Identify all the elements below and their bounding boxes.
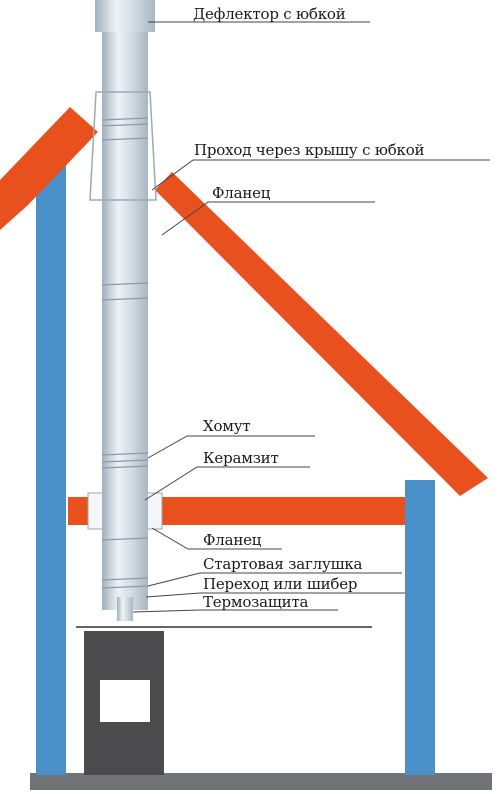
roof-pass-skirt [89,91,157,201]
label-clamp: Хомут [203,417,251,435]
adapter-shiber [117,597,133,621]
label-keramzit: Керамзит [203,449,279,467]
right-wall [405,480,435,775]
label-roof-pass: Проход через крышу с юбкой [194,141,425,159]
label-thermo: Термозащита [203,593,309,611]
chimney-pipe [102,0,148,610]
ceiling-left [68,497,90,525]
ceiling-right [160,497,405,525]
left-wall [36,150,66,775]
label-flange-top: Фланец [212,184,271,202]
leader-lines [132,21,490,613]
deflector [95,0,155,32]
stove-door [100,680,150,722]
roof-left [0,107,98,230]
label-flange-bottom: Фланец [203,531,262,549]
label-deflector: Дефлектор с юбкой [193,5,346,23]
floor [30,773,492,790]
roof-right [155,172,488,496]
label-adapter: Переход или шибер [203,575,358,593]
label-start-plug: Стартовая заглушка [203,555,363,573]
pipe-rings [101,117,149,589]
